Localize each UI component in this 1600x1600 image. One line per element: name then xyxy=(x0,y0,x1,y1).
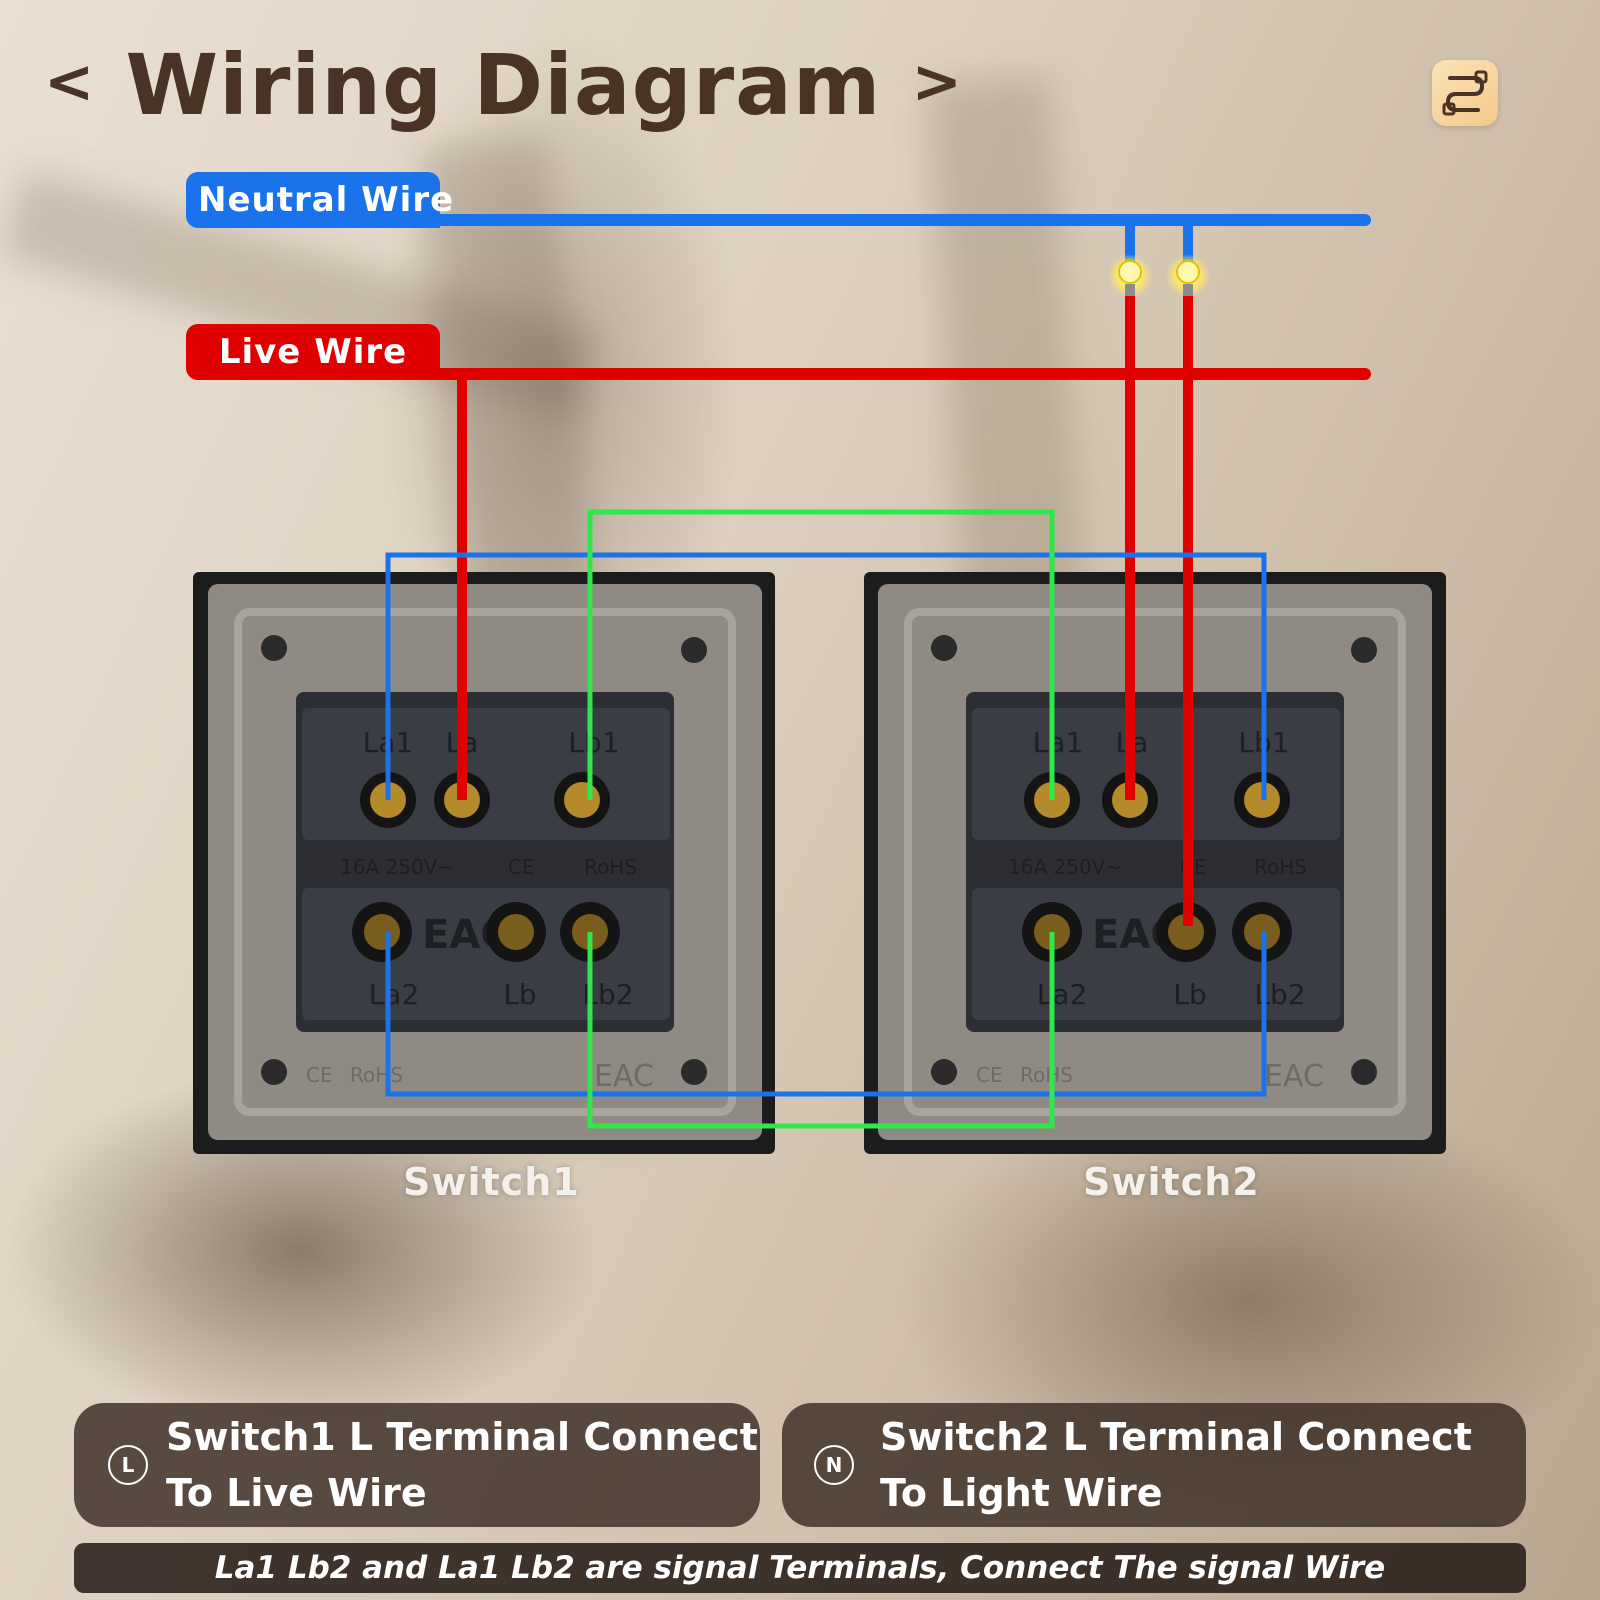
note-switch2: N Switch2 L Terminal Connect To Light Wi… xyxy=(782,1403,1526,1527)
switch1-terminal-hole xyxy=(498,914,534,950)
signal-wire-green-top xyxy=(587,509,1055,800)
page-title: < Wiring Diagram > xyxy=(44,36,963,134)
switch2-screw-hole xyxy=(931,1059,957,1085)
bulb-base xyxy=(1183,284,1193,296)
switch2-screw-hole xyxy=(1351,1059,1377,1085)
switch1-screw-hole xyxy=(261,635,287,661)
signal-wire-blue-top xyxy=(385,552,1267,800)
switch1-panel: La1 La Lb1 16A 250V~ CE RoHS EAC La2 Lb … xyxy=(193,572,775,1154)
wiring-icon-graphic xyxy=(1442,70,1488,116)
bulb-glass xyxy=(1176,260,1200,284)
switch2-plate-rim xyxy=(904,608,1406,1116)
switch1-frame-ce: CE xyxy=(306,1063,333,1087)
switch1-rating: 16A 250V~ xyxy=(340,855,454,879)
note-switch1-line1: Switch1 L Terminal Connect xyxy=(166,1415,758,1459)
switch1-terminal-label-la2: La2 xyxy=(369,978,420,1011)
switch1-ce-mark: CE xyxy=(508,855,535,879)
switch1-caption: Switch1 xyxy=(403,1160,580,1204)
switch2-terminal-label-la1: La1 xyxy=(1033,726,1084,759)
title-text: Wiring Diagram xyxy=(125,36,882,134)
switch2-terminal-hole xyxy=(1168,914,1204,950)
bulb-base xyxy=(1125,284,1135,296)
note-switch1-line2: To Live Wire xyxy=(166,1471,427,1515)
title-open-bracket: < xyxy=(44,47,96,117)
switch2-caption: Switch2 xyxy=(1083,1160,1260,1204)
switch2-frame-ce: CE xyxy=(976,1063,1003,1087)
switch2-rohs-mark: RoHS xyxy=(1254,855,1307,879)
switch1-frame-eac: EAC xyxy=(594,1059,654,1094)
wiring-icon xyxy=(1432,60,1498,126)
switch2-panel: La1 La Lb1 16A 250V~ CE RoHS EAC La2 Lb … xyxy=(864,572,1446,1154)
live-badge-icon: L xyxy=(108,1445,148,1485)
switch2-frame-rohs: RoHS xyxy=(1020,1063,1073,1087)
switch1-screw-hole xyxy=(681,637,707,663)
switch1-terminal-hole xyxy=(364,914,400,950)
switch1-rohs-mark: RoHS xyxy=(584,855,637,879)
neutral-wire-label: Neutral Wire xyxy=(186,172,453,228)
title-close-bracket: > xyxy=(911,47,963,117)
note-switch2-line1: Switch2 L Terminal Connect xyxy=(880,1415,1472,1459)
switch1-terminal-label-lb1: Lb1 xyxy=(568,726,619,759)
switch2-frame-eac: EAC xyxy=(1264,1059,1324,1094)
signal-wire-blue-bottom xyxy=(385,932,1267,1097)
signal-wire-green-bottom xyxy=(587,932,1055,1129)
neutral-badge-icon: N xyxy=(814,1445,854,1485)
neutral-wire xyxy=(430,214,1371,262)
switch2-screw-hole xyxy=(1351,637,1377,663)
bulb-glass xyxy=(1118,260,1142,284)
switch1-screw-hole xyxy=(261,1059,287,1085)
live-wire-label: Live Wire xyxy=(186,324,440,380)
light-bulb-icon xyxy=(1108,254,1152,298)
light-bulb-icon xyxy=(1166,254,1210,298)
switch1-terminal-label-lb: Lb xyxy=(503,978,536,1011)
switch1-plate-rim xyxy=(234,608,736,1116)
live-wire xyxy=(430,296,1371,926)
switch2-rating: 16A 250V~ xyxy=(1008,855,1122,879)
switch1-terminal-screw xyxy=(564,782,600,818)
switch2-terminal-label-lb: Lb xyxy=(1173,978,1206,1011)
footer-note: La1 Lb2 and La1 Lb2 are signal Terminals… xyxy=(74,1543,1526,1593)
switch2-terminal-label-la2: La2 xyxy=(1037,978,1088,1011)
switch1-screw-hole xyxy=(681,1059,707,1085)
note-switch1: L Switch1 L Terminal Connect To Live Wir… xyxy=(74,1403,760,1527)
switch2-screw-hole xyxy=(931,635,957,661)
switch1-frame-rohs: RoHS xyxy=(350,1063,403,1087)
note-switch2-line2: To Light Wire xyxy=(880,1471,1163,1515)
